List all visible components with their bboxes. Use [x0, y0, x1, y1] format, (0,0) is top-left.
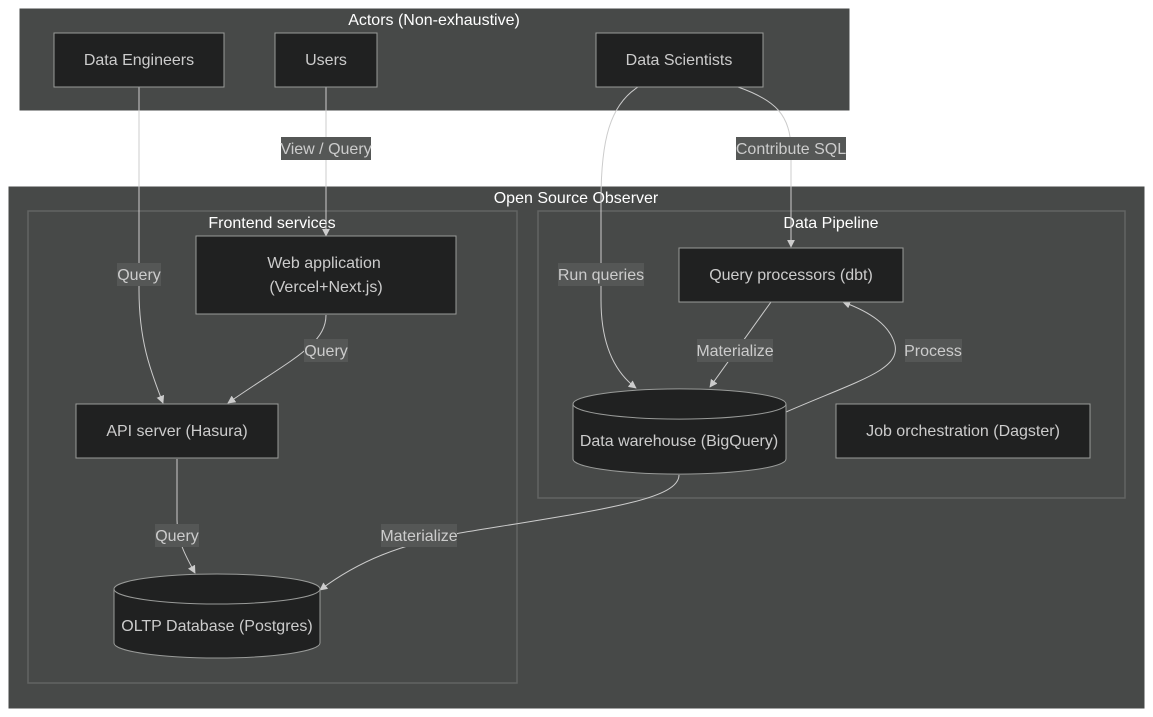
edge-warehouse-oltp	[319, 474, 680, 591]
pipeline-cluster: Data Pipeline	[537, 210, 1126, 499]
data-engineers-label: Data Engineers	[84, 52, 194, 69]
svg-text:View / Query: View / Query	[280, 141, 371, 158]
svg-text:Process: Process	[904, 343, 962, 360]
web-app-label-line1: Web application	[267, 255, 381, 272]
web-app-label-line2: (Vercel+Next.js)	[269, 279, 382, 296]
node-job-orchestration: Job orchestration (Dagster)	[835, 403, 1091, 459]
oso-cluster-title: Open Source Observer	[494, 190, 659, 207]
data-scientists-label: Data Scientists	[626, 52, 733, 69]
job-orchestration-label: Job orchestration (Dagster)	[866, 423, 1060, 440]
node-api-server: API server (Hasura)	[75, 403, 279, 459]
api-server-label: API server (Hasura)	[106, 423, 247, 440]
edge-data-engineers-api	[138, 87, 165, 404]
users-label: Users	[305, 52, 347, 69]
data-warehouse-label: Data warehouse (BigQuery)	[580, 433, 778, 450]
edge-label-web-query: Query	[304, 339, 348, 362]
edge-webapp-api	[227, 314, 327, 404]
svg-text:Run queries: Run queries	[558, 267, 644, 284]
edge-label-materialize-oltp: Materialize	[380, 524, 458, 547]
edge-label-materialize-dw: Materialize	[696, 339, 774, 362]
svg-text:Materialize: Materialize	[380, 528, 457, 545]
svg-text:Query: Query	[155, 528, 199, 545]
svg-text:Query: Query	[117, 267, 161, 284]
node-data-scientists: Data Scientists	[595, 32, 764, 88]
pipeline-cluster-title: Data Pipeline	[783, 215, 878, 232]
node-data-warehouse: Data warehouse (BigQuery)	[572, 388, 787, 475]
actors-cluster-title: Actors (Non-exhaustive)	[348, 12, 520, 29]
node-oltp-database: OLTP Database (Postgres)	[113, 573, 321, 659]
node-data-engineers: Data Engineers	[53, 32, 225, 88]
query-processors-label: Query processors (dbt)	[709, 267, 873, 284]
edge-label-run-queries: Run queries	[558, 263, 644, 286]
edge-label-view-query: View / Query	[280, 137, 372, 160]
edge-warehouse-processors	[785, 300, 896, 413]
node-query-processors: Query processors (dbt)	[678, 247, 904, 303]
edge-label-process: Process	[904, 339, 962, 362]
edge-scientists-warehouse	[600, 86, 639, 389]
svg-text:Contribute SQL: Contribute SQL	[736, 141, 846, 158]
node-users: Users	[274, 32, 378, 88]
edge-label-contribute-sql: Contribute SQL	[736, 137, 846, 160]
oltp-database-label: OLTP Database (Postgres)	[121, 618, 313, 635]
node-web-application: Web application (Vercel+Next.js)	[195, 235, 457, 315]
edge-label-api-query: Query	[155, 524, 199, 547]
svg-text:Query: Query	[304, 343, 348, 360]
svg-text:Materialize: Materialize	[696, 343, 773, 360]
edge-label-de-query: Query	[117, 263, 161, 286]
frontend-cluster-title: Frontend services	[208, 215, 335, 232]
frontend-cluster: Frontend services	[27, 210, 518, 684]
